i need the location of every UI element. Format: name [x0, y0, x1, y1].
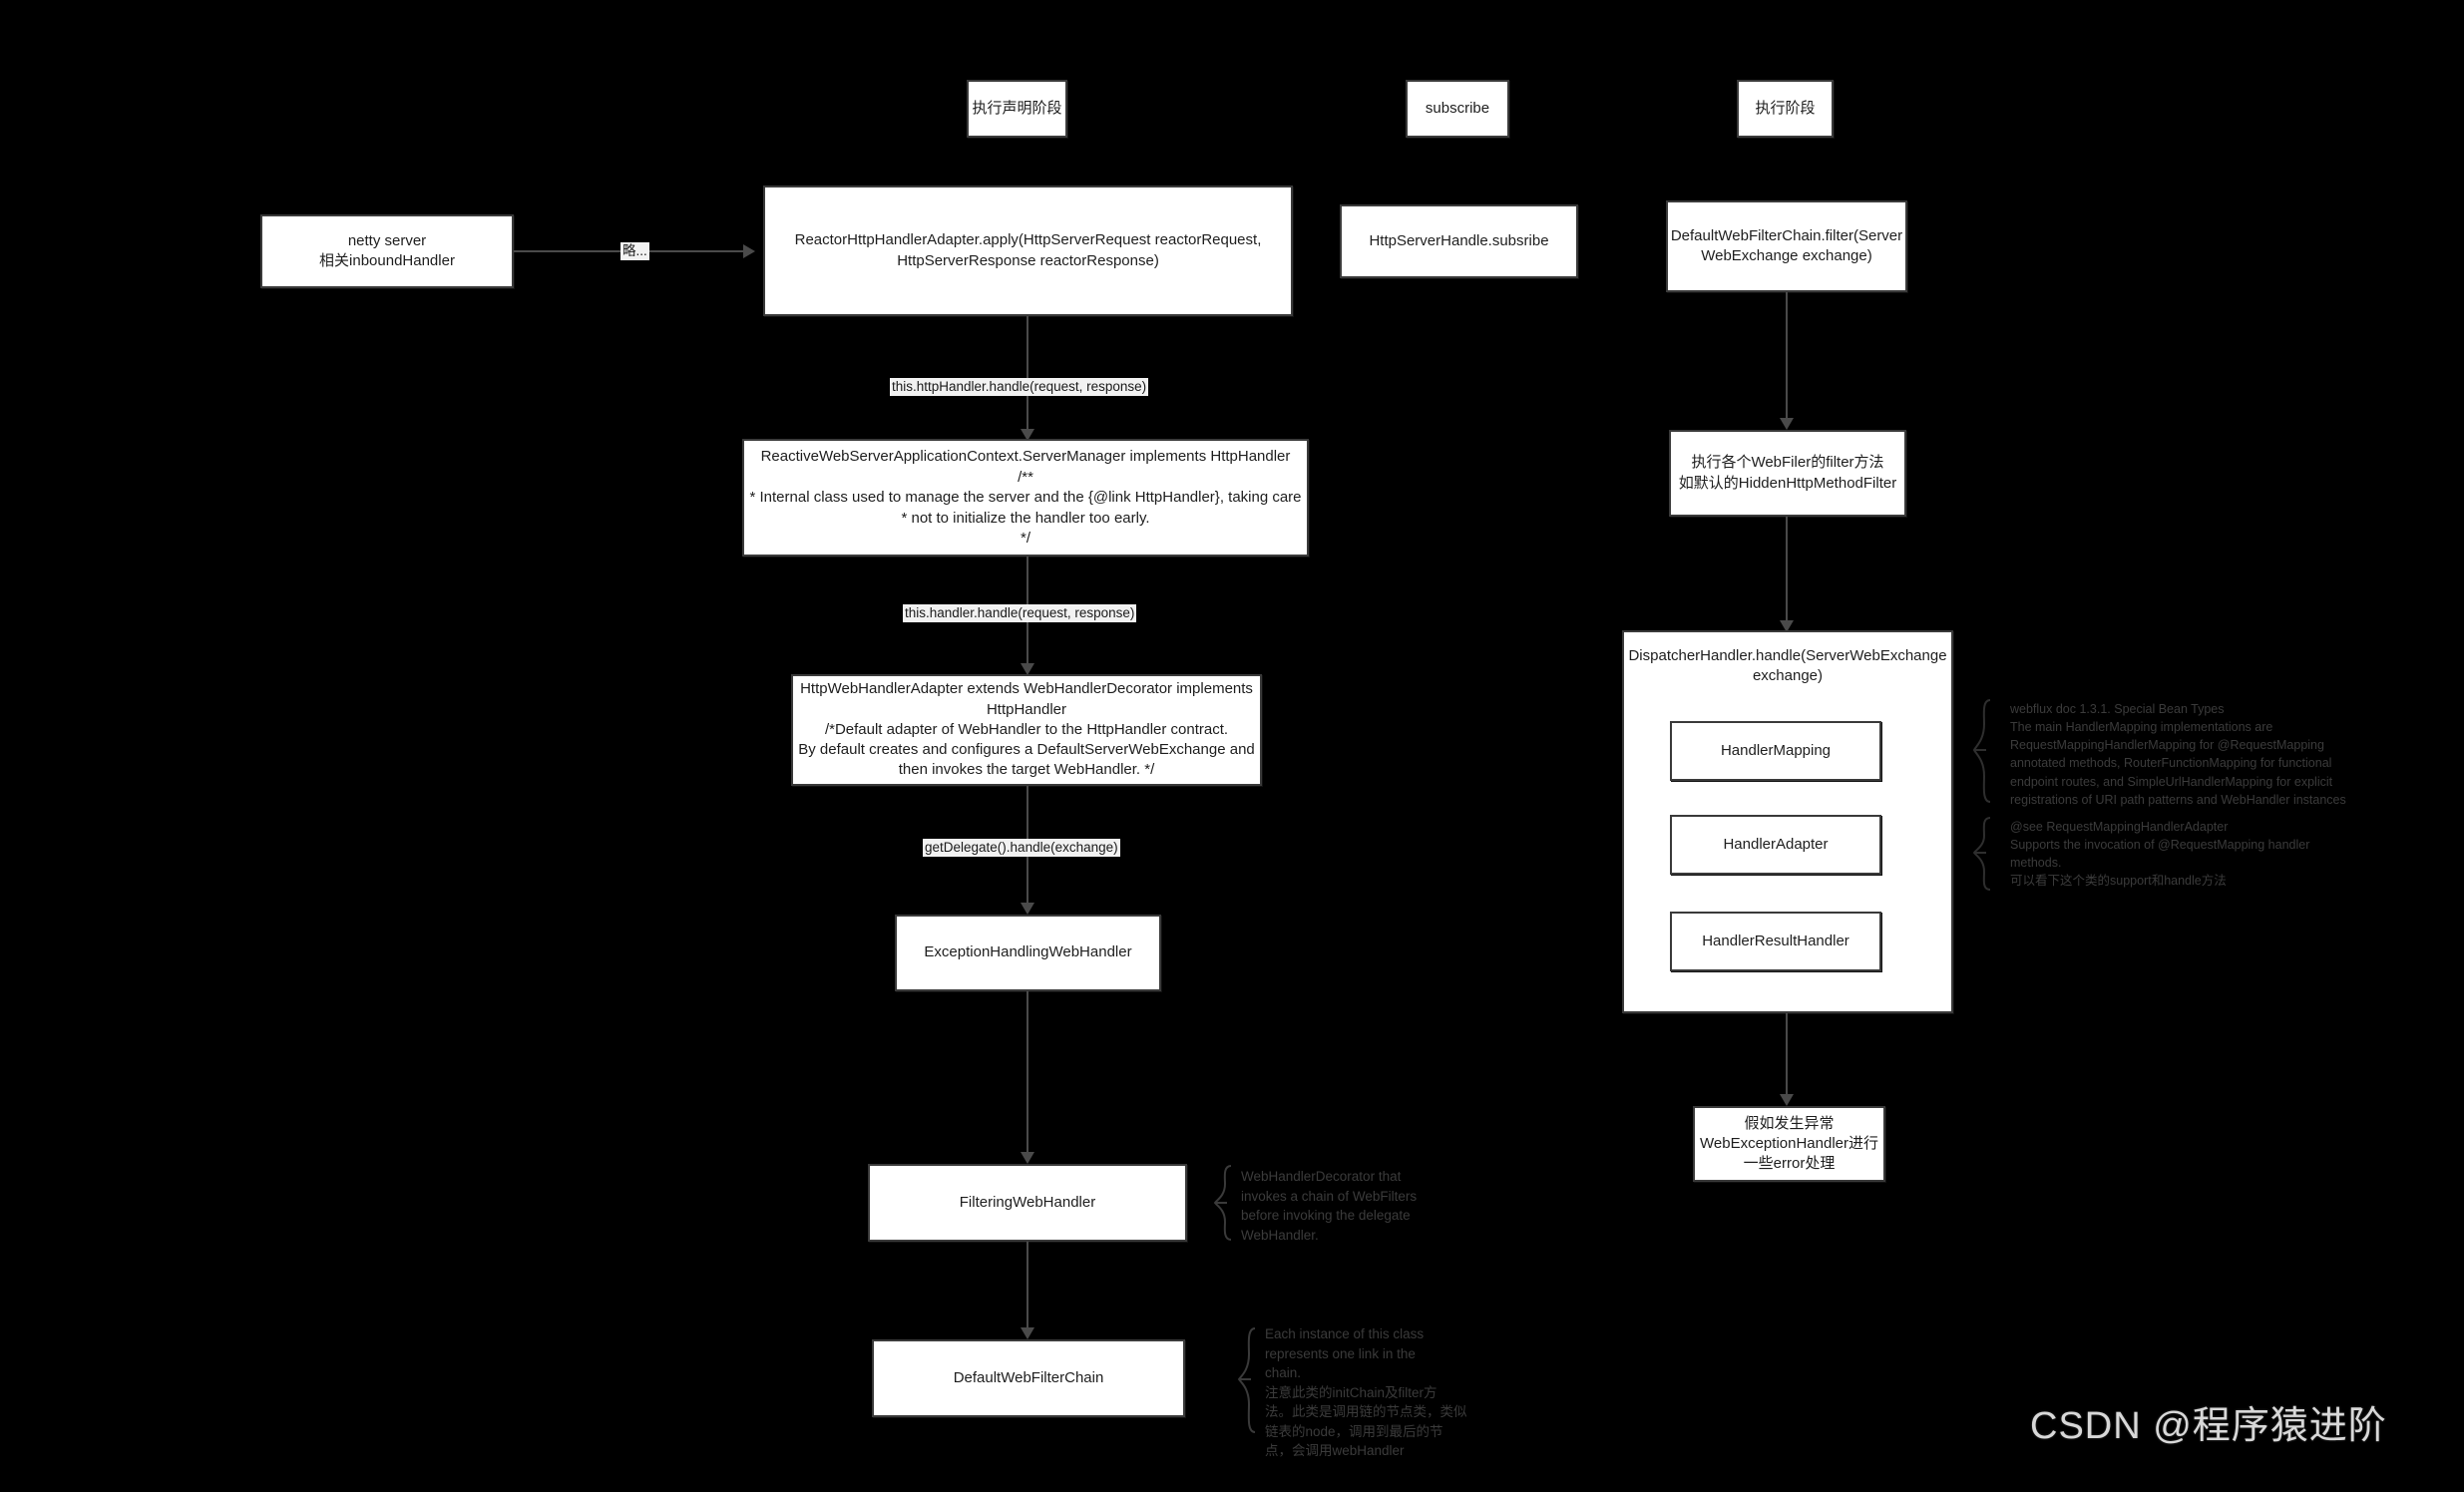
phase-box-execute: 执行阶段 — [1737, 80, 1834, 138]
handler-result-handler-label: HandlerResultHandler — [1702, 932, 1849, 949]
http-web-handler-adapter-comment3: then invokes the target WebHandler. */ — [898, 761, 1155, 779]
annotation-handler-adapter: @see RequestMappingHandlerAdapter Suppor… — [2010, 820, 2310, 889]
edge-dispatcher-to-exception-arrowhead — [1780, 1094, 1794, 1106]
edge-netty-to-reactor-arrowhead — [743, 244, 755, 258]
handler-mapping-label: HandlerMapping — [1720, 741, 1832, 759]
node-server-manager: ReactiveWebServerApplicationContext.Serv… — [742, 439, 1309, 557]
web-filter-exec-line1: 执行各个WebFiler的filter方法 — [1691, 454, 1884, 472]
server-manager-title: ReactiveWebServerApplicationContext.Serv… — [760, 448, 1291, 465]
web-exception-handler-line1: 假如发生异常 — [1744, 1114, 1835, 1132]
exception-handling-web-handler-label: ExceptionHandlingWebHandler — [924, 943, 1132, 961]
http-web-handler-adapter-title2: HttpHandler — [986, 700, 1067, 718]
http-server-handle-label: HttpServerHandle.subsribe — [1369, 231, 1549, 249]
web-filter-exec-line2: 如默认的HiddenHttpMethodFilter — [1678, 474, 1897, 492]
phase-declare-label: 执行声明阶段 — [972, 99, 1062, 117]
reactor-adapter-line2: HttpServerResponse reactorResponse) — [897, 251, 1159, 269]
phase-subscribe-label: subscribe — [1425, 99, 1490, 117]
node-http-web-handler-adapter: HttpWebHandlerAdapter extends WebHandler… — [791, 674, 1262, 786]
node-handler-mapping: HandlerMapping — [1670, 721, 1881, 781]
edge-filter-to-webfilter-exec-arrowhead — [1780, 418, 1794, 430]
node-handler-adapter: HandlerAdapter — [1670, 815, 1881, 875]
web-exception-handler-line3: 一些error处理 — [1743, 1155, 1836, 1173]
edge-webfilter-exec-to-dispatcher-arrowhead — [1780, 620, 1794, 632]
reactor-adapter-line1: ReactorHttpHandlerAdapter.apply(HttpServ… — [794, 231, 1262, 249]
server-manager-comment4: */ — [1020, 529, 1030, 547]
edge-filter-to-webfilter-exec — [1786, 292, 1788, 424]
node-default-web-filter-chain-filter: DefaultWebFilterChain.filter(Server WebE… — [1666, 200, 1907, 292]
server-manager-comment3: * not to initialize the handler too earl… — [901, 509, 1150, 527]
brace-filtering-web-handler — [1213, 1164, 1235, 1242]
edge-adapter-to-exception-handler-arrowhead — [1021, 903, 1034, 915]
node-default-web-filter-chain-left: DefaultWebFilterChain — [872, 1339, 1185, 1417]
server-manager-comment2: * Internal class used to manage the serv… — [749, 489, 1302, 507]
brace-handler-adapter — [1972, 816, 1994, 892]
edge-server-manager-to-adapter-arrowhead — [1021, 663, 1034, 675]
netty-server-line1: netty server — [347, 231, 427, 249]
default-web-filter-chain-left-label: DefaultWebFilterChain — [953, 1368, 1104, 1386]
web-exception-handler-line2: WebExceptionHandler进行 — [1700, 1134, 1878, 1152]
edge-label-handler-handle: this.handler.handle(request, response) — [903, 604, 1137, 623]
http-web-handler-adapter-comment2: By default creates and configures a Defa… — [798, 741, 1255, 759]
brace-handler-mapping — [1972, 698, 1994, 806]
edge-reactor-to-server-manager — [1027, 316, 1028, 436]
edge-reactor-to-server-manager-arrowhead — [1021, 429, 1034, 441]
node-reactor-http-handler-adapter: ReactorHttpHandlerAdapter.apply(HttpServ… — [763, 186, 1293, 316]
node-web-exception-handler: 假如发生异常 WebExceptionHandler进行 一些error处理 — [1693, 1106, 1885, 1182]
dispatcher-handler-title1: DispatcherHandler.handle(ServerWebExchan… — [1628, 647, 1947, 664]
server-manager-comment1: /** — [1018, 469, 1033, 486]
edge-dispatcher-to-exception — [1786, 1013, 1788, 1100]
dispatcher-handler-title2: exchange) — [1752, 667, 1824, 685]
phase-execute-label: 执行阶段 — [1755, 99, 1816, 117]
default-web-filter-chain-filter-line1: DefaultWebFilterChain.filter(Server — [1670, 226, 1903, 244]
phase-box-subscribe: subscribe — [1406, 80, 1509, 138]
edge-label-http-handler-handle: this.httpHandler.handle(request, respons… — [890, 378, 1149, 397]
node-filtering-web-handler: FilteringWebHandler — [868, 1164, 1187, 1242]
phase-box-declare: 执行声明阶段 — [967, 80, 1067, 138]
netty-server-line2: 相关inboundHandler — [319, 252, 455, 269]
annotation-default-web-filter-chain: Each instance of this class represents o… — [1265, 1326, 1467, 1459]
annotation-handler-mapping: webflux doc 1.3.1. Special Bean Types Th… — [2010, 702, 2346, 807]
node-handler-result-handler: HandlerResultHandler — [1670, 912, 1881, 971]
edge-exception-to-filtering-arrowhead — [1021, 1152, 1034, 1164]
edge-filtering-to-chain-arrowhead — [1021, 1327, 1034, 1339]
filtering-web-handler-label: FilteringWebHandler — [959, 1193, 1096, 1211]
node-web-filter-exec: 执行各个WebFiler的filter方法 如默认的HiddenHttpMeth… — [1669, 430, 1906, 517]
handler-adapter-label: HandlerAdapter — [1723, 835, 1829, 853]
edge-label-omitted: 略... — [620, 242, 649, 261]
watermark: CSDN @程序猿进阶 — [2030, 1405, 2387, 1447]
http-web-handler-adapter-comment1: /*Default adapter of WebHandler to the H… — [824, 720, 1229, 738]
http-web-handler-adapter-title1: HttpWebHandlerAdapter extends WebHandler… — [800, 680, 1253, 698]
default-web-filter-chain-filter-line2: WebExchange exchange) — [1701, 247, 1872, 264]
annotation-filtering-web-handler: WebHandlerDecorator that invokes a chain… — [1241, 1169, 1418, 1243]
node-exception-handling-web-handler: ExceptionHandlingWebHandler — [895, 915, 1161, 991]
edge-label-get-delegate-handle: getDelegate().handle(exchange) — [923, 839, 1120, 858]
edge-filtering-to-chain — [1027, 1242, 1028, 1333]
edge-exception-to-filtering — [1027, 991, 1028, 1158]
edge-webfilter-exec-to-dispatcher — [1786, 517, 1788, 626]
node-netty-server: netty server 相关inboundHandler — [260, 214, 514, 288]
node-http-server-handle: HttpServerHandle.subsribe — [1340, 204, 1578, 278]
brace-default-web-filter-chain — [1237, 1326, 1259, 1436]
